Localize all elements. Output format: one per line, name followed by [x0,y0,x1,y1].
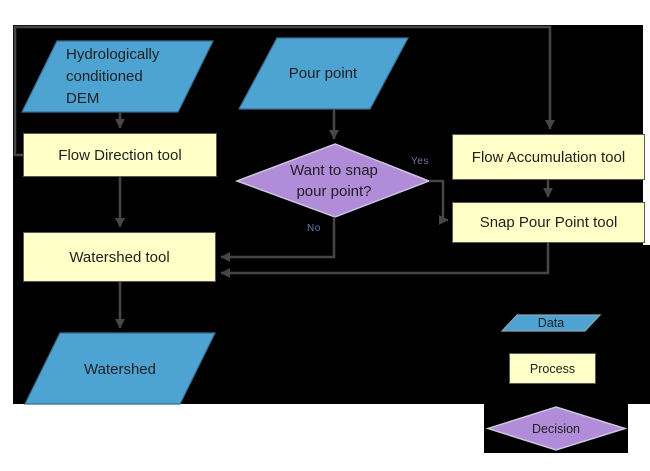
flow-accumulation-node: Flow Accumulation tool [452,134,645,180]
snap-pour-point-node: Snap Pour Point tool [452,202,645,243]
dem-label-line1: Hydrologically [66,46,160,63]
watershed-tool-node: Watershed tool [23,232,216,282]
legend-process-node: Process [509,353,596,384]
legend-process-label: Process [529,361,576,376]
snap-pour-point-label: Snap Pour Point tool [479,214,618,231]
decision-label-line1: Want to snap [290,162,378,179]
flow-accumulation-label: Flow Accumulation tool [471,148,626,166]
connector-snap-pour-point-to-watershed-tool [220,243,550,278]
diagram-background-right-edge [643,245,650,404]
watershed-data-shape [24,332,216,405]
flow-direction-node: Flow Direction tool [23,133,217,177]
pour-point-data-shape [237,37,410,110]
decision-label-line2: pour point? [296,183,372,200]
flow-direction-label: Flow Direction tool [58,146,182,164]
connector-flow-direction-to-flow-accumulation [13,25,555,157]
pour-point-label: Pour point [288,65,358,82]
no-edge-label: No [307,223,321,234]
yes-edge-label: Yes [411,156,429,167]
dem-label-line3: DEM [66,90,100,107]
dem-data-shape [21,40,214,113]
decision-label: Want to snap pour point? [259,160,409,202]
legend-data-label: Data [537,316,565,330]
watershed-label: Watershed [84,361,156,378]
connector-decision-yes-to-snap-pour-point [429,179,449,225]
legend-data-shape [500,314,602,332]
dem-label-line2: conditioned [66,68,143,85]
legend-decision-shape [485,406,628,451]
dem-label: Hydrologically conditioned DEM [66,44,211,110]
legend-decision-label: Decision [532,422,580,436]
connector-decision-no-to-watershed-tool [220,217,336,262]
watershed-tool-label: Watershed tool [69,248,170,266]
